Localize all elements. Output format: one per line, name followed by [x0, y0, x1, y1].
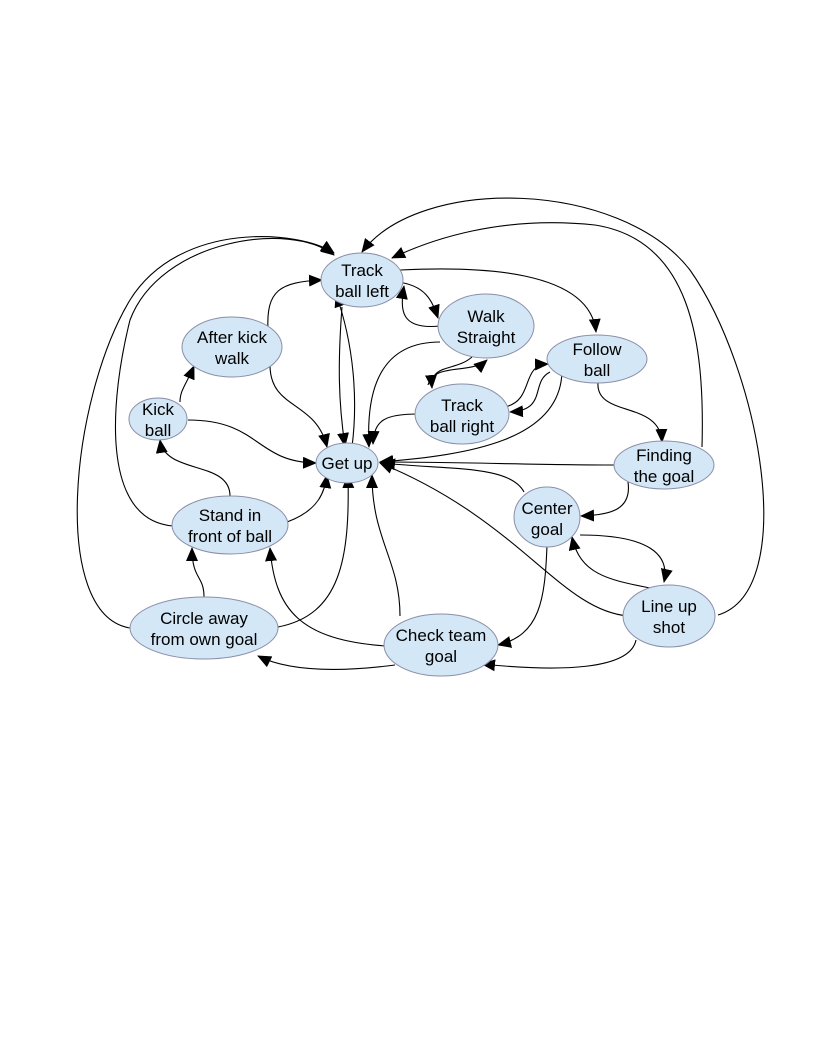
edge-after-kick-walk-to-track-ball-left [267, 274, 323, 331]
node-label: shot [653, 618, 685, 637]
edge-stand-in-front-to-track-ball-left [114, 237, 335, 527]
node-label: Straight [457, 328, 516, 347]
node-label: ball [584, 361, 610, 380]
edge-check-team-goal-to-circle-away [257, 655, 396, 671]
node-line-up-shot: Line up shot [622, 584, 716, 648]
edge-line-up-shot-to-get-up [379, 462, 629, 617]
edge-finding-the-goal-to-center-goal [580, 481, 629, 522]
node-label: Get up [321, 454, 372, 473]
edge-line-up-shot-to-track-ball-left [361, 197, 765, 616]
node-label: Follow [572, 340, 622, 359]
node-center-goal: Center goal [513, 486, 581, 548]
node-label: front of ball [188, 527, 272, 546]
node-label: After kick [197, 328, 267, 347]
edge-kick-ball-to-after-kick-walk [179, 365, 195, 403]
edges [76, 197, 765, 672]
node-circle-away-from-own-goal: Circle away from own goal [129, 596, 279, 660]
edge-track-ball-left-to-follow-ball [399, 268, 601, 333]
node-check-team-goal: Check team goal [383, 613, 499, 677]
edge-stand-in-front-to-get-up [286, 474, 332, 523]
edge-follow-ball-to-track-ball-right [509, 371, 551, 418]
edge-check-team-goal-to-stand-in-front [265, 547, 387, 647]
edge-stand-in-front-to-kick-ball [155, 439, 231, 497]
node-label: from own goal [151, 630, 258, 649]
node-label: Stand in [199, 506, 261, 525]
node-label: Walk [467, 307, 505, 326]
edge-track-ball-right-to-get-up [367, 413, 419, 445]
edge-follow-ball-to-get-up [379, 371, 563, 467]
node-label: Line up [641, 597, 697, 616]
node-get-up: Get up [315, 442, 379, 484]
node-stand-in-front-of-ball: Stand in front of ball [171, 495, 289, 555]
node-kick-ball: Kick ball [128, 397, 188, 441]
edge-circle-away-to-stand-in-front [186, 547, 205, 598]
edge-get-up-to-track-ball-left [334, 293, 356, 448]
edge-circle-away-to-get-up [277, 474, 355, 628]
node-label: the goal [634, 467, 695, 486]
edge-kick-ball-to-get-up [187, 419, 317, 469]
node-label: Check team [396, 626, 487, 645]
edge-finding-the-goal-to-get-up [379, 456, 615, 469]
node-label: Kick [142, 400, 175, 419]
edge-center-goal-to-get-up [381, 458, 525, 493]
node-label: Track [441, 396, 483, 415]
edge-circle-away-to-track-ball-left [76, 236, 335, 629]
edge-track-ball-left-to-walk-straight [396, 281, 440, 319]
edge-line-up-shot-to-check-team-goal [481, 639, 637, 672]
edge-track-ball-right-to-follow-ball [504, 358, 549, 408]
node-label: Track [341, 261, 383, 280]
node-track-ball-left: Track ball left [320, 252, 404, 308]
node-label: ball left [335, 282, 389, 301]
edge-walk-straight-to-track-ball-right [424, 356, 473, 389]
edge-line-up-shot-to-center-goal [568, 536, 651, 589]
edge-follow-ball-to-finding-the-goal [597, 381, 668, 443]
node-label: Circle away [160, 609, 248, 628]
node-label: goal [531, 520, 563, 539]
edge-center-goal-to-line-up-shot [579, 534, 673, 583]
edge-track-ball-right-to-walk-straight [427, 359, 488, 386]
edge-track-ball-left-to-get-up [337, 306, 349, 447]
edge-check-team-goal-to-get-up [366, 474, 401, 617]
node-label: walk [214, 349, 250, 368]
node-label: goal [425, 647, 457, 666]
node-label: ball right [430, 417, 495, 436]
node-walk-straight: Walk Straight [437, 293, 535, 359]
node-track-ball-right: Track ball right [414, 383, 510, 445]
edge-walk-straight-to-track-ball-left [395, 285, 441, 328]
edge-walk-straight-to-get-up [362, 341, 441, 448]
node-finding-the-goal: Finding the goal [613, 440, 715, 490]
nodes: Track ball left Walk Straight After kick… [128, 252, 716, 677]
node-follow-ball: Follow ball [546, 334, 648, 384]
edge-finding-the-goal-to-track-ball-left [391, 222, 703, 448]
node-after-kick-walk: After kick walk [181, 316, 283, 378]
node-label: ball [145, 421, 171, 440]
node-label: Center [521, 499, 572, 518]
node-label: Finding [636, 446, 692, 465]
edge-after-kick-walk-to-get-up [269, 364, 330, 448]
edge-center-goal-to-check-team-goal [497, 544, 548, 648]
